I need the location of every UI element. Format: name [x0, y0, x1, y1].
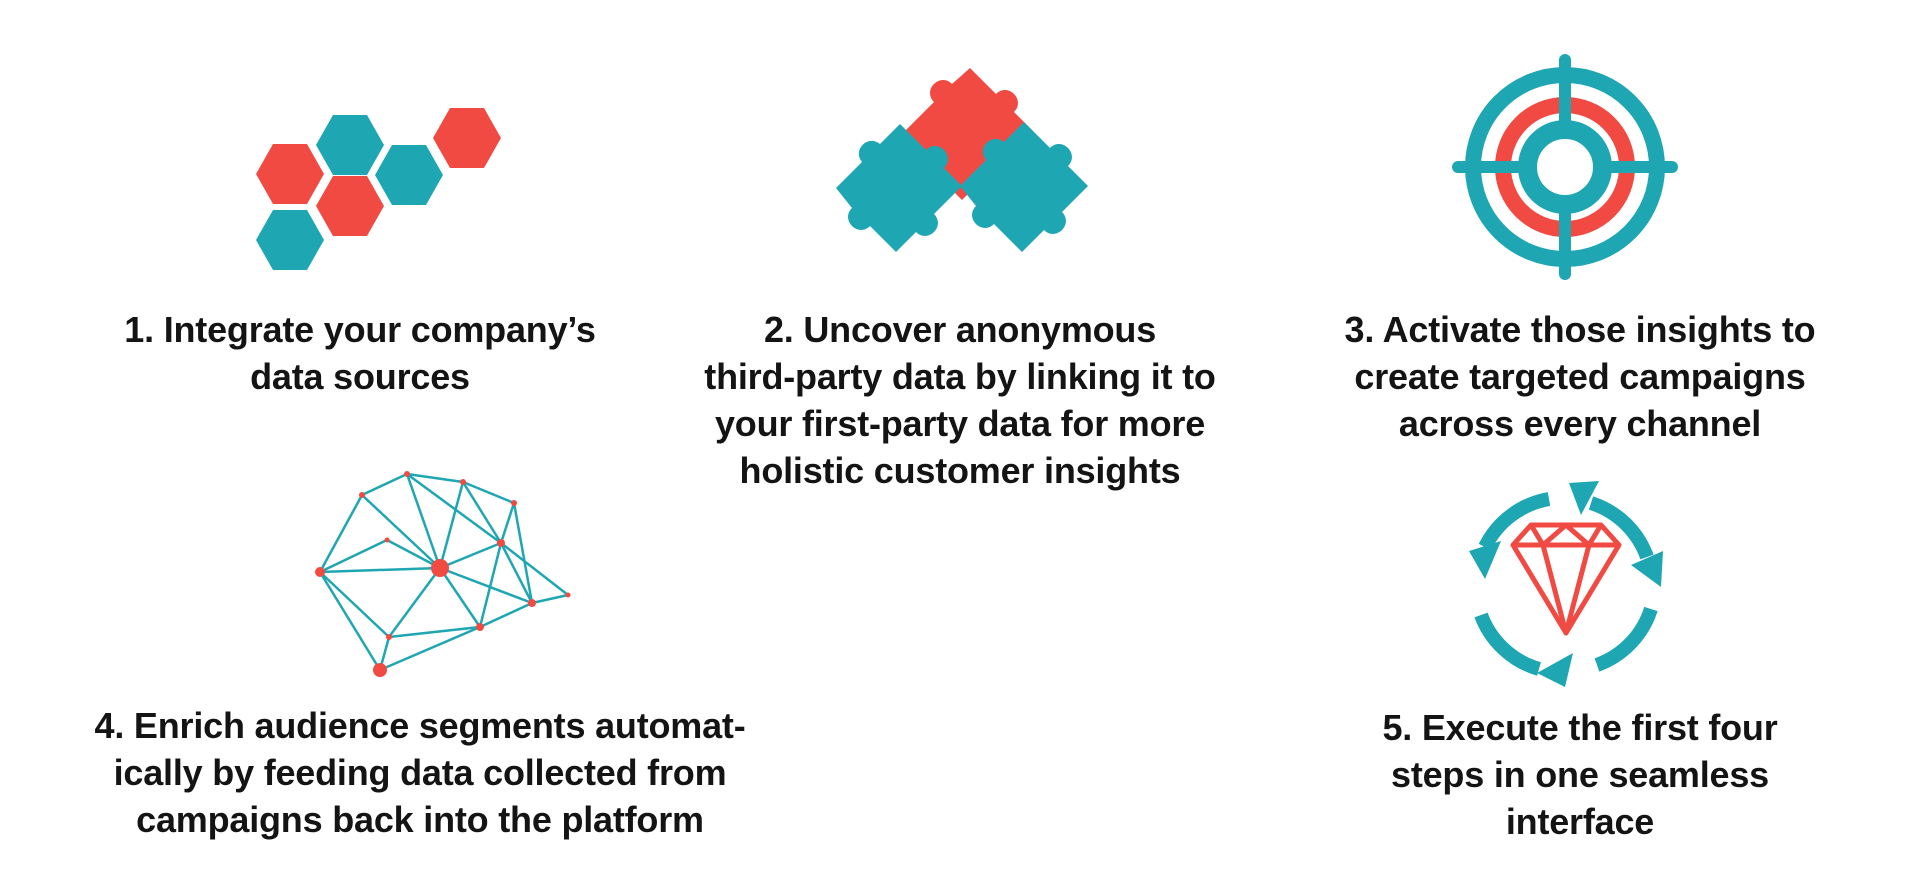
step-2-caption: 2. Uncover anonymous third-party data by… [704, 309, 1216, 491]
hexagons-icon [256, 108, 501, 270]
step-5-caption: 5. Execute the first four steps in one s… [1382, 707, 1778, 842]
step-3-caption: 3. Activate those insights to create tar… [1344, 309, 1816, 444]
puzzle-pieces-icon [836, 68, 1088, 252]
network-graph-icon [315, 471, 571, 677]
cycle-diamond-icon [1469, 481, 1663, 687]
step-4-caption: 4. Enrich audience segments automat- ica… [94, 705, 746, 840]
step-1-caption: 1. Integrate your company’s data sources [124, 309, 596, 397]
target-crosshair-icon [1452, 54, 1678, 280]
